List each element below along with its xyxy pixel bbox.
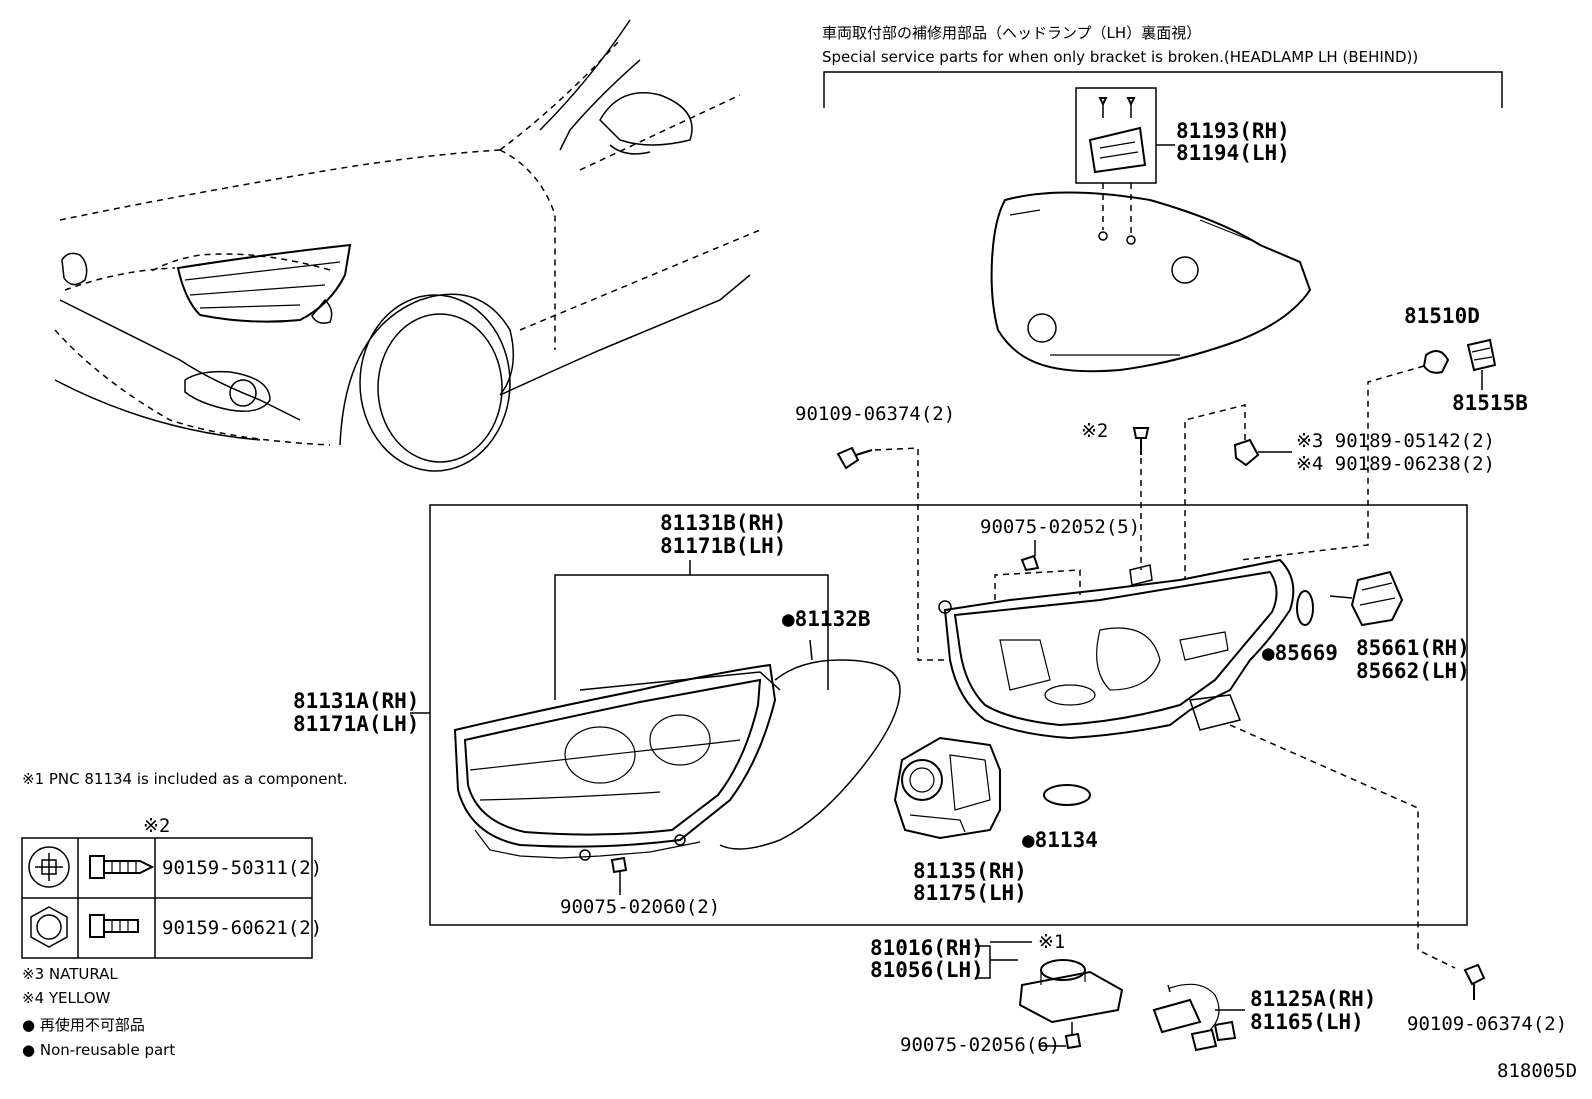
fastener-row-2-part: 90159-60621(2): [162, 917, 322, 939]
label-85669: ●85669: [1262, 641, 1338, 665]
car-front-illustration: [54, 19, 761, 472]
service-parts-title-en: Special service parts for when only brac…: [822, 48, 1418, 66]
note1-text: ※1 PNC 81134 is included as a component.: [22, 770, 348, 788]
wire-81132B: [719, 659, 901, 850]
service-parts-bracket-line: [823, 71, 1503, 108]
label-81056: 81056(LH): [870, 958, 984, 982]
screw-note2: [1132, 427, 1150, 439]
headlamp-assembly-box: [429, 504, 1468, 926]
label-81016: 81016(RH): [870, 936, 984, 960]
projector-unit-81135: [893, 736, 1001, 840]
legend-non-reusable-jp: ● 再使用不可部品: [22, 1016, 145, 1034]
bulb-81510D: [1422, 350, 1450, 374]
label-90109-06374-bottom: 90109-06374(2): [1407, 1013, 1567, 1035]
screw-90075-02060: [610, 856, 628, 874]
label-81171B: 81171B(LH): [660, 534, 786, 558]
label-85661: 85661(RH): [1356, 636, 1470, 660]
label-81175: 81175(LH): [913, 881, 1027, 905]
note2-mark-screw: ※2: [1081, 420, 1108, 442]
label-81132B: ●81132B: [782, 607, 871, 631]
label-81193: 81193(RH): [1176, 119, 1290, 143]
o-ring-81134: [1043, 784, 1091, 806]
label-90189-05142: ※3 90189-05142(2): [1296, 430, 1495, 452]
label-81131A: 81131A(RH): [293, 689, 419, 713]
socket-81515B: [1466, 338, 1497, 372]
bolt-90109-06374-top: [836, 446, 860, 470]
label-90075-02060: 90075-02060(2): [560, 896, 720, 918]
headlamp-housing: [938, 558, 1295, 740]
label-81134: ●81134: [1022, 828, 1098, 852]
label-90075-02052: 90075-02052(5): [980, 516, 1140, 538]
label-81131B: 81131B(RH): [660, 511, 786, 535]
note4-text: ※4 YELLOW: [22, 989, 111, 1007]
fastener-table-header: ※2: [143, 815, 170, 837]
legend-non-reusable-en: ● Non-reusable part: [22, 1041, 175, 1059]
wire-harness-81125A: [1152, 983, 1237, 1052]
label-81125A: 81125A(RH): [1250, 987, 1376, 1011]
fastener-row-1-part: 90159-50311(2): [162, 857, 322, 879]
label-90109-06374-top: 90109-06374(2): [795, 403, 955, 425]
label-90189-06238: ※4 90189-06238(2): [1296, 453, 1495, 475]
label-81171A: 81171A(LH): [293, 712, 419, 736]
bracket-service-illustration: [990, 87, 1312, 373]
label-81165: 81165(LH): [1250, 1010, 1364, 1034]
hex-head-icon: [30, 906, 68, 948]
service-parts-title-jp: 車両取付部の補修用部品（ヘッドランプ（LH）裏面視）: [822, 24, 1201, 42]
leader-81131B: [554, 574, 829, 700]
screw-90075-02052: [1020, 554, 1040, 572]
leveling-motor-85661: [1329, 570, 1404, 627]
clip-90189: [1233, 438, 1260, 467]
label-81194: 81194(LH): [1176, 141, 1290, 165]
screw-90075-02056: [1064, 1032, 1082, 1050]
leader-81016: [975, 941, 1032, 979]
label-90075-02056: 90075-02056(6): [900, 1034, 1060, 1056]
diagram-id: 818005D: [1497, 1060, 1577, 1082]
label-85662: 85662(LH): [1356, 659, 1470, 683]
label-81135: 81135(RH): [913, 859, 1027, 883]
phillips-head-icon: [28, 846, 70, 888]
phillips-screw-side-icon: [89, 855, 155, 879]
o-ring-85669: [1296, 590, 1314, 626]
label-81510D: 81510D: [1404, 304, 1480, 328]
bolt-90109-06374-bottom: [1463, 963, 1486, 986]
fastener-table: [21, 837, 313, 959]
note3-text: ※3 NATURAL: [22, 965, 118, 983]
headlamp-lens-assembly: [453, 663, 781, 861]
ballast-computer-81016: [1018, 959, 1124, 1024]
label-81515B: 81515B: [1452, 391, 1528, 415]
hex-bolt-side-icon: [89, 914, 139, 938]
note1-mark-ballast: ※1: [1038, 931, 1065, 953]
